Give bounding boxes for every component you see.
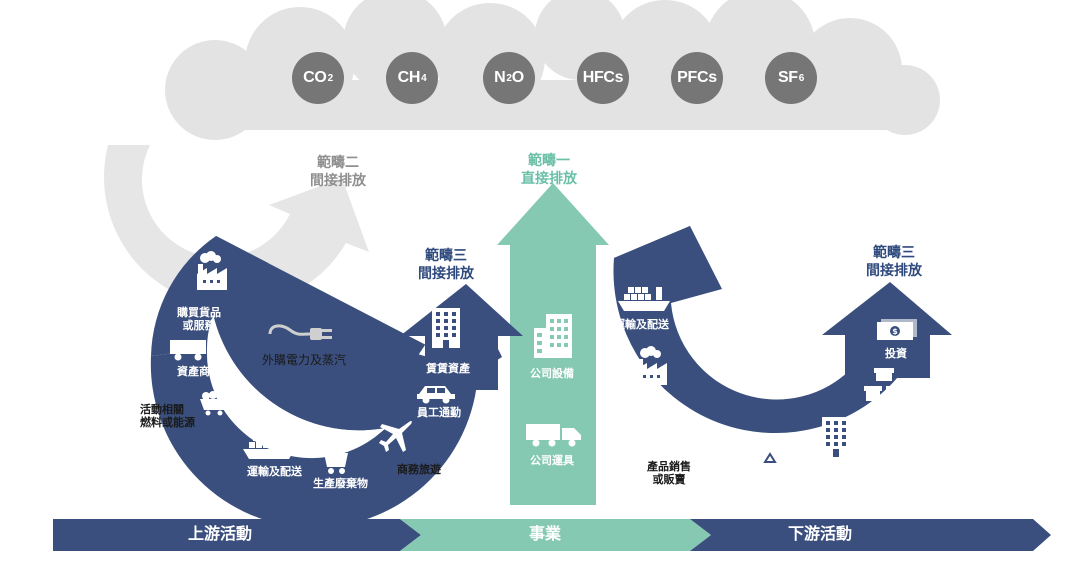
airplane-icon (379, 420, 412, 452)
company-truck-icon (526, 424, 581, 447)
downstream-transport-label: 運輸及配送 (614, 318, 669, 331)
cargo-ship-icon (243, 435, 295, 459)
scope3-right-label: 範疇三間接排放 (866, 245, 922, 279)
waste-label: 生產廢棄物 (313, 477, 368, 490)
electric-plug-icon (268, 324, 332, 340)
fuel-energy-label: 活動相關燃料或能源 (140, 403, 195, 429)
downstream-u-arrow (613, 226, 906, 434)
downstream-leased-assets-label: 租賃資產 (814, 464, 858, 477)
franchise-store-icon (864, 368, 904, 401)
commuting-label: 員工通勤 (417, 406, 461, 419)
recycle-bin-icon (756, 440, 784, 476)
waste-cart-icon (324, 447, 348, 474)
investments-label: 投資 (885, 347, 907, 360)
band-company-label: 事業 (528, 524, 561, 543)
end-of-life-label: 廢棄處理 (743, 482, 787, 495)
gas-pfcs-badge: PFCs (671, 52, 723, 104)
purchased-electricity-label: 外購電力及蒸汽 (262, 353, 347, 367)
car-icon (417, 386, 455, 404)
truck-icon (170, 340, 224, 361)
franchises-label: 加盟店 (864, 409, 897, 422)
processing-factory-icon (637, 346, 667, 385)
band-upstream (53, 519, 421, 551)
scope2-label: 範疇二間接排放 (310, 155, 366, 189)
lightbulb-icon (699, 421, 719, 452)
money-bill-icon: $ (877, 319, 917, 340)
scope1-label: 範疇一直接排放 (521, 153, 577, 187)
band-company (400, 519, 711, 551)
band-upstream-label: 上游活動 (187, 524, 252, 543)
upstream-transport-label: 運輸及配送 (247, 465, 302, 478)
upstream-leased-assets-label: 賃賃資產 (426, 362, 470, 375)
company-building-icon (534, 314, 572, 358)
scope3-left-label: 範疇三間接排放 (418, 248, 474, 282)
factory-icon (197, 251, 227, 290)
capital-goods-label: 資產商品 (177, 365, 221, 378)
downstream-ship-icon (618, 287, 670, 311)
gas-hfcs-badge: HFCs (577, 52, 629, 104)
svg-text:$: $ (892, 327, 898, 336)
band-downstream (690, 519, 1051, 551)
purchased-goods-label: 購買貨品或服務 (177, 306, 221, 332)
cloud-bank (165, 0, 940, 140)
band-downstream-label: 下游活動 (787, 524, 852, 543)
office-building-icon (432, 308, 460, 348)
scope2-ghost-arrow (104, 145, 370, 307)
company-facilities-label: 公司設備 (530, 367, 574, 380)
company-vehicles-label: 公司運具 (530, 454, 574, 467)
use-of-products-label: 產品銷售或販賣 (647, 460, 691, 486)
processing-label: 產品加工 (633, 400, 677, 413)
business-travel-label: 商務旅遊 (397, 463, 441, 476)
coal-cart-icon (200, 391, 228, 416)
leased-building-icon (822, 417, 850, 457)
upstream-u-arrow-body (209, 236, 478, 431)
